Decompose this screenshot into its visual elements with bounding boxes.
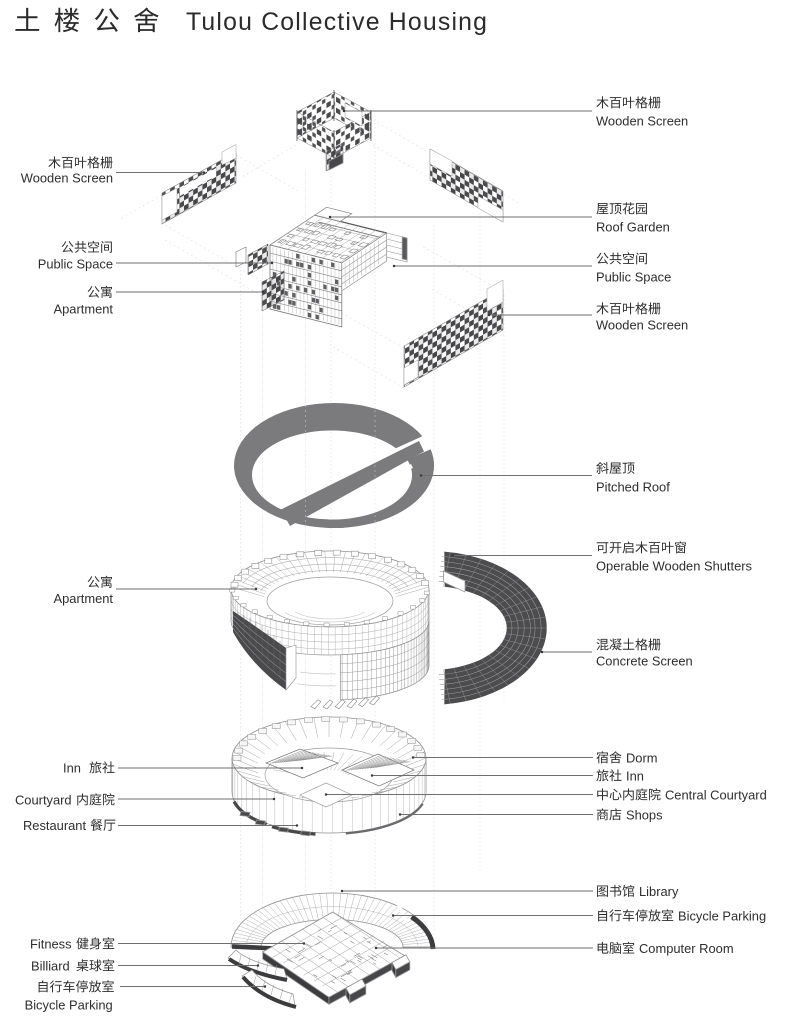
svg-text:Shops: Shops — [626, 808, 663, 823]
svg-text:Inn: Inn — [63, 761, 81, 776]
svg-text:Central Courtyard: Central Courtyard — [665, 788, 767, 803]
svg-text:Wooden Screen: Wooden Screen — [596, 318, 688, 333]
svg-text:Roof Garden: Roof Garden — [596, 220, 670, 235]
svg-text:Public Space: Public Space — [38, 257, 113, 272]
svg-text:Pitched Roof: Pitched Roof — [596, 480, 670, 495]
svg-text:Billiard: Billiard — [31, 959, 70, 974]
svg-text:Computer Room: Computer Room — [639, 941, 734, 956]
svg-text:Public Space: Public Space — [596, 270, 671, 285]
svg-text:Dorm: Dorm — [626, 751, 658, 766]
svg-text:Concrete Screen: Concrete Screen — [596, 654, 693, 669]
svg-text:Wooden Screen: Wooden Screen — [596, 114, 688, 129]
svg-text:Courtyard: Courtyard — [15, 793, 72, 808]
svg-text:Tulou Collective Housing: Tulou Collective Housing — [186, 9, 488, 36]
svg-text:Apartment: Apartment — [54, 591, 114, 606]
svg-text:Library: Library — [639, 884, 679, 899]
svg-text:Restaurant: Restaurant — [23, 818, 86, 833]
svg-text:Bicycle Parking: Bicycle Parking — [678, 909, 766, 924]
svg-text:Wooden Screen: Wooden Screen — [21, 171, 113, 186]
svg-text:Fitness: Fitness — [30, 937, 72, 952]
svg-text:Inn: Inn — [626, 769, 644, 784]
svg-text:Bicycle Parking: Bicycle Parking — [25, 998, 113, 1013]
svg-text:Operable Wooden Shutters: Operable Wooden Shutters — [596, 559, 752, 574]
svg-text:Apartment: Apartment — [54, 302, 114, 317]
